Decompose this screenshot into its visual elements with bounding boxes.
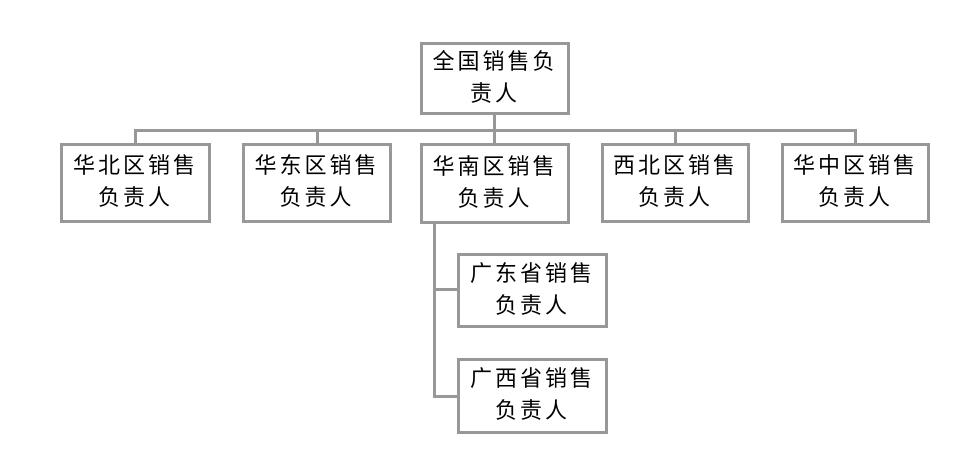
connector-stub-guangxi (433, 395, 459, 398)
org-node-label: 华中区销售负责人 (792, 154, 918, 211)
org-node-label: 华北区销售负责人 (72, 154, 198, 211)
org-node-label: 华南区销售负责人 (432, 154, 558, 212)
connector-drop-north (134, 130, 137, 145)
connector-drop-central (854, 130, 857, 145)
org-node-label: 西北区销售负责人 (612, 154, 738, 211)
connector-drop-east (316, 130, 319, 145)
org-node-northwest-region: 西北区销售负责人 (601, 143, 750, 223)
connector-drop-northwest (674, 130, 677, 145)
connector-stub-guangdong (433, 288, 459, 291)
connector-south-vertical (433, 222, 436, 398)
connector-drop-south (493, 130, 496, 145)
org-node-label: 广东省销售负责人 (469, 261, 595, 319)
org-node-guangxi-province: 广西省销售负责人 (457, 358, 608, 434)
connector-root-drop (493, 113, 496, 131)
org-node-label: 全国销售负责人 (432, 49, 558, 107)
org-node-national: 全国销售负责人 (420, 42, 570, 115)
org-node-label: 广西省销售负责人 (469, 367, 595, 424)
org-node-label: 华东区销售负责人 (254, 154, 380, 211)
org-node-north-region: 华北区销售负责人 (60, 143, 211, 223)
org-node-central-region: 华中区销售负责人 (781, 143, 930, 223)
org-node-guangdong-province: 广东省销售负责人 (457, 253, 608, 328)
org-node-south-region: 华南区销售负责人 (420, 143, 570, 224)
org-node-east-region: 华东区销售负责人 (242, 143, 392, 223)
